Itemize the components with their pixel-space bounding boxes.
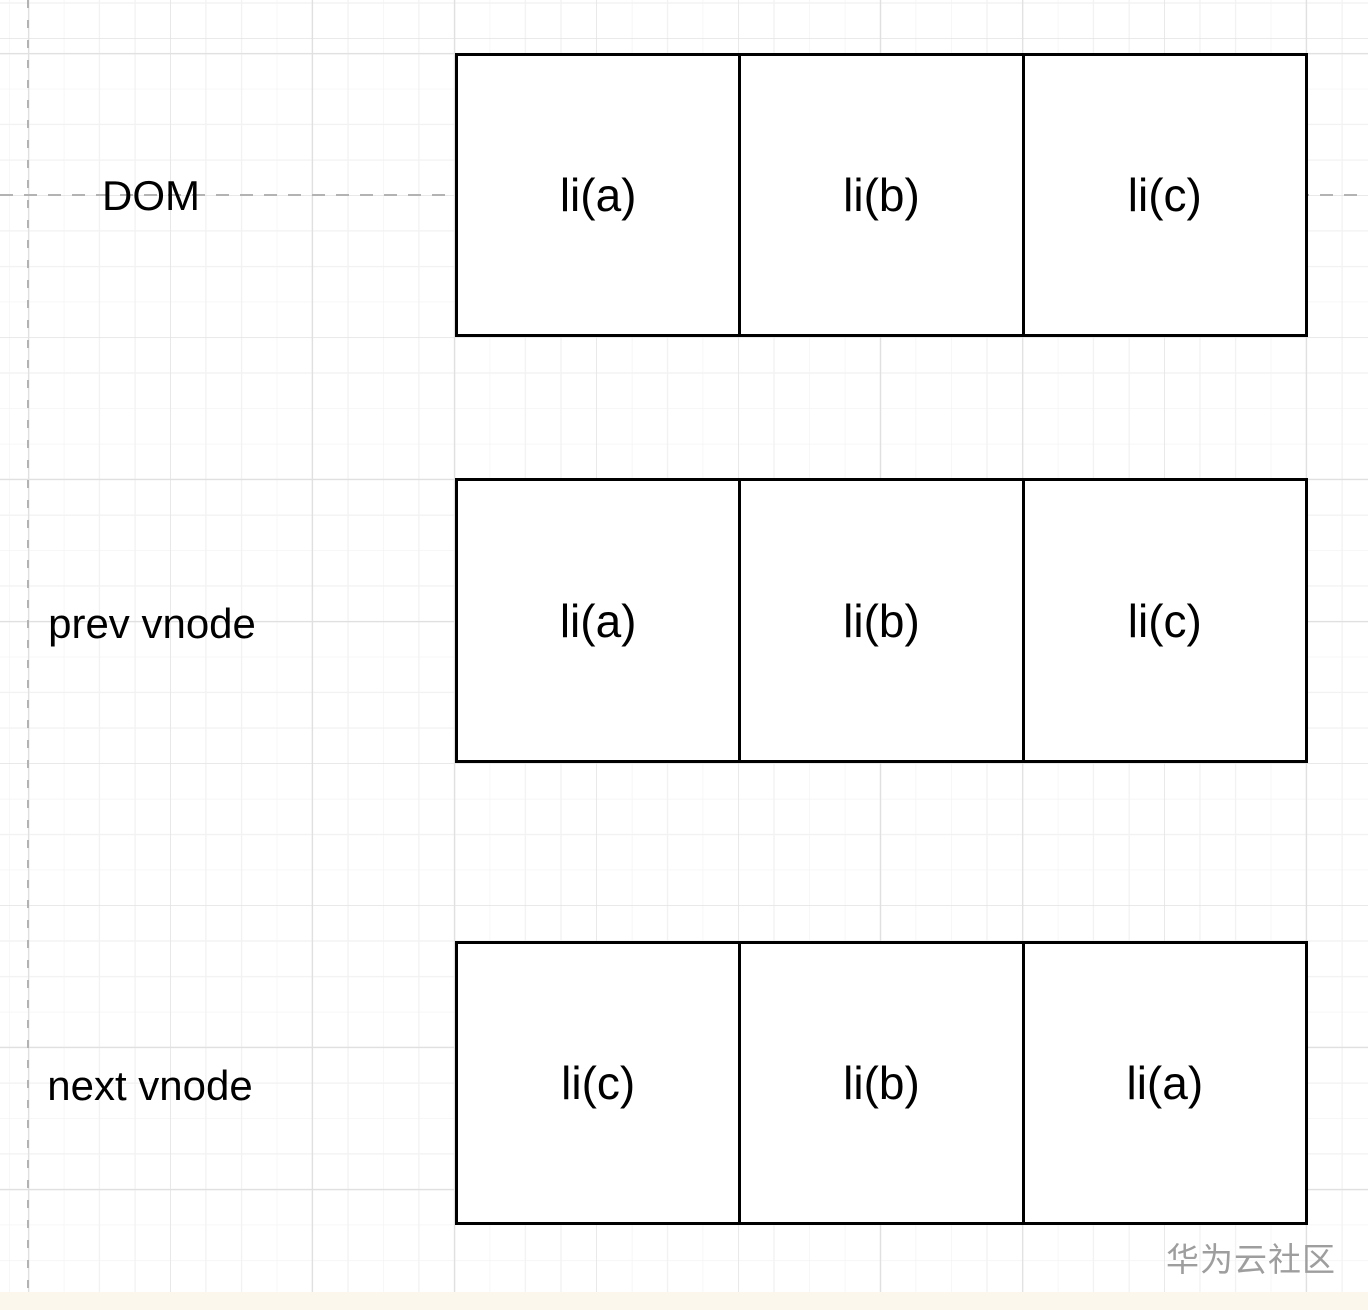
watermark-huawei-cloud-community: 华为云社区 [1166,1241,1336,1278]
dom-node-cell: li(a) [559,169,637,221]
row-label-next-vnode: next vnode [47,1062,253,1109]
dom-node-cell: li(c) [1021,56,1305,334]
prev-vnode-cell: li(b) [738,481,1021,760]
row-label-dom: DOM [102,172,200,219]
next-vnode-node-list: li(c) li(b) li(a) [455,941,1308,1225]
dom-node-list: li(a) li(b) li(c) [455,53,1308,337]
prev-vnode-cell: li(a) [559,594,637,647]
next-vnode-cell: li(b) [738,944,1021,1222]
prev-vnode-node-list: li(a) li(b) li(c) [455,478,1308,763]
vertical-dashed-guide [27,0,29,1293]
prev-vnode-cell: li(c) [1021,481,1305,760]
footer-strip [0,1292,1368,1310]
dom-node-cell: li(b) [738,56,1021,334]
row-label-prev-vnode: prev vnode [48,600,256,647]
next-vnode-cell: li(a) [1021,944,1305,1222]
next-vnode-cell: li(c) [561,1057,636,1109]
